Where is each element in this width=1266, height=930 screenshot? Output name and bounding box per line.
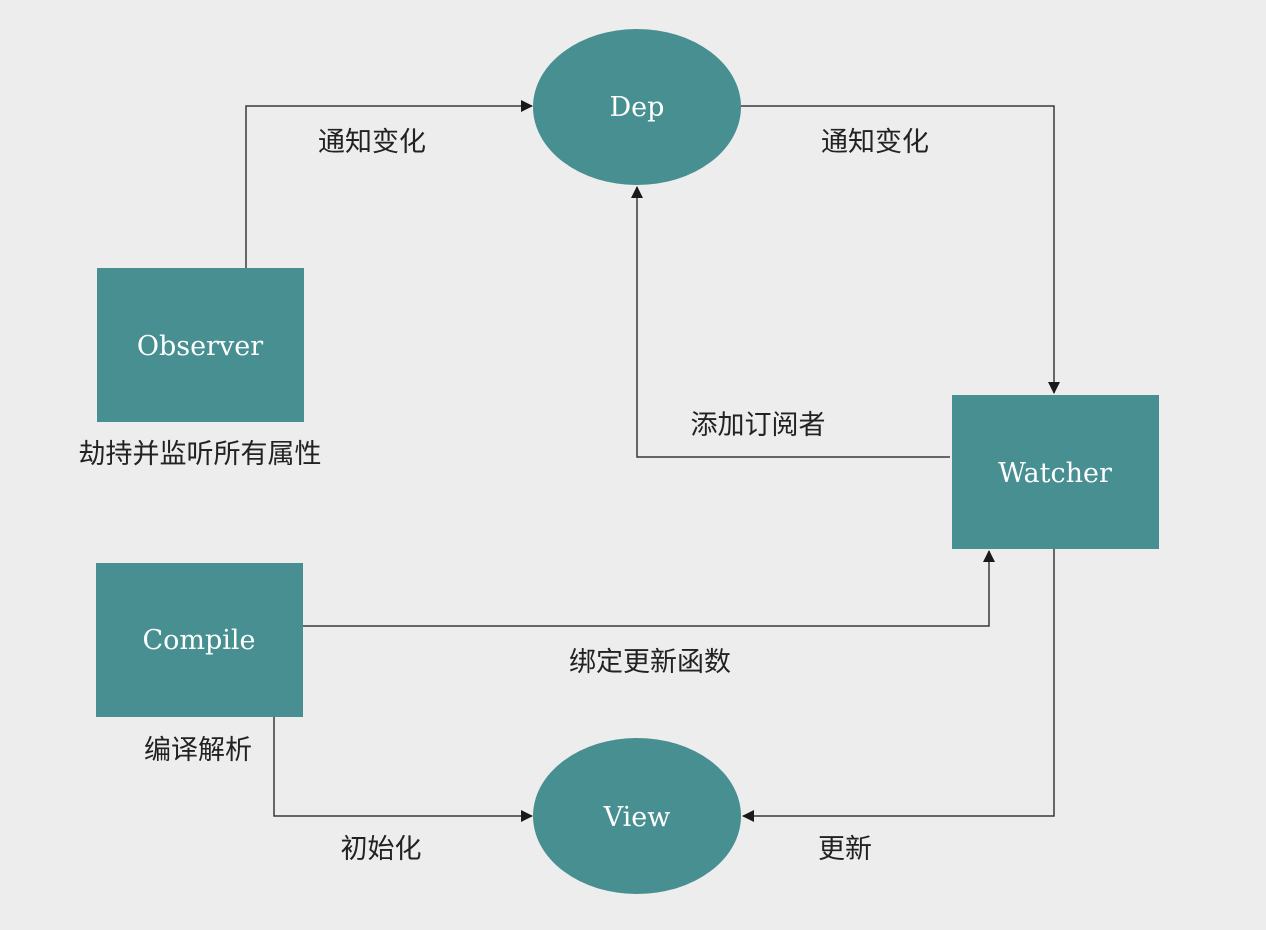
edge-label-observer-to-dep: 通知变化 [318,127,426,158]
edge-compile-to-watcher [303,550,995,627]
node-compile [96,563,303,717]
edge-label-compile-to-watcher: 绑定更新函数 [569,647,731,678]
node-view [533,738,741,894]
node-observer [97,268,304,422]
edge-dep-to-watcher [741,105,1060,394]
edge-label-watcher-to-dep: 添加订阅者 [691,410,826,441]
edge-observer-to-dep [245,100,533,268]
node-compile-label: Compile [142,625,255,656]
edge-label-compile-to-view: 初始化 [341,834,422,865]
node-dep-label: Dep [610,92,665,123]
compile-caption: 编译解析 [144,735,252,766]
node-view-label: View [603,802,671,833]
edge-label-dep-to-watcher: 通知变化 [821,127,929,158]
edge-compile-to-view [273,716,533,822]
observer-caption: 劫持并监听所有属性 [79,439,322,470]
node-watcher-label: Watcher [998,458,1112,489]
edge-watcher-to-view [742,549,1055,822]
edge-label-watcher-to-view: 更新 [818,834,872,865]
edge-watcher-to-dep [631,186,950,458]
node-watcher [952,395,1159,549]
node-dep [533,29,741,185]
node-observer-label: Observer [137,331,263,362]
